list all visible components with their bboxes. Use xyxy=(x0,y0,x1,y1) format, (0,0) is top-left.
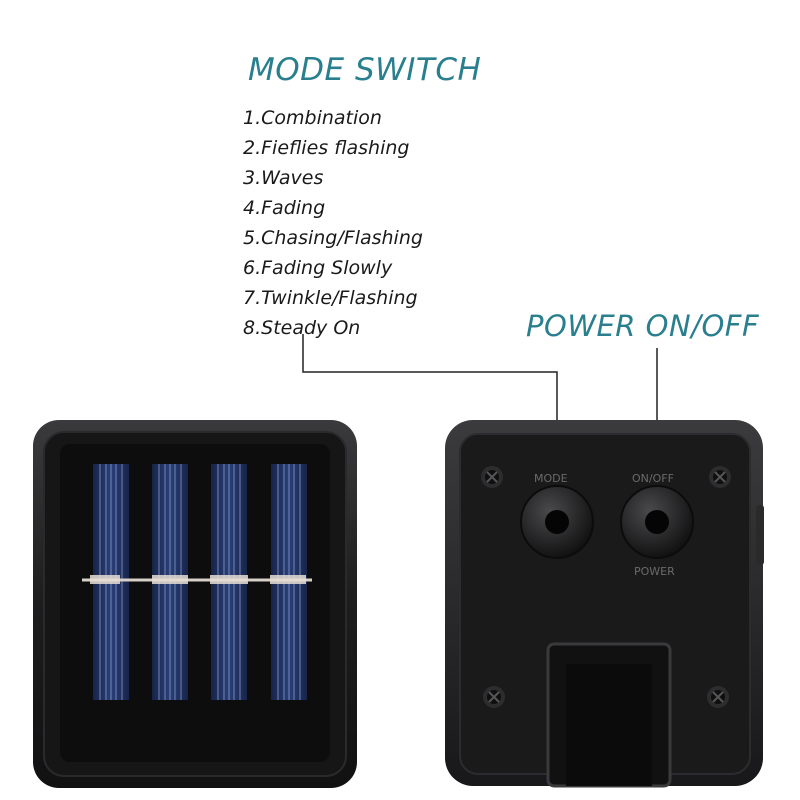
screw-icon xyxy=(709,466,731,488)
mode-item: 1.Combination xyxy=(243,107,382,129)
on-off-label: ON/OFF xyxy=(632,472,674,485)
mode-item: 3.Waves xyxy=(243,167,324,189)
power-switch-button[interactable] xyxy=(620,485,694,559)
mode-item: 2.Fieflies flashing xyxy=(243,137,410,159)
mode-label: MODE xyxy=(534,472,568,485)
mode-item: 6.Fading Slowly xyxy=(243,257,393,279)
mode-switch-title: MODE SWITCH xyxy=(248,52,482,88)
mode-item: 4.Fading xyxy=(243,197,326,219)
mode-item: 7.Twinkle/Flashing xyxy=(243,287,418,309)
screw-icon xyxy=(481,466,503,488)
mode-item: 8.Steady On xyxy=(243,317,361,339)
screw-icon xyxy=(707,686,729,708)
power-label: POWER xyxy=(634,565,675,578)
mode-switch-button[interactable] xyxy=(520,485,594,559)
screw-icon xyxy=(483,686,505,708)
mode-list: 1.Combination 2.Fieflies flashing 3.Wave… xyxy=(243,103,423,343)
power-switch-title: POWER ON/OFF xyxy=(526,309,760,343)
bus-bar xyxy=(82,575,312,584)
solar-cells xyxy=(93,464,307,700)
cable-port xyxy=(546,642,672,788)
battery-box: MODE ON/OFF POWER xyxy=(445,420,764,788)
solar-panel xyxy=(33,420,357,788)
mode-item: 5.Chasing/Flashing xyxy=(243,227,423,249)
